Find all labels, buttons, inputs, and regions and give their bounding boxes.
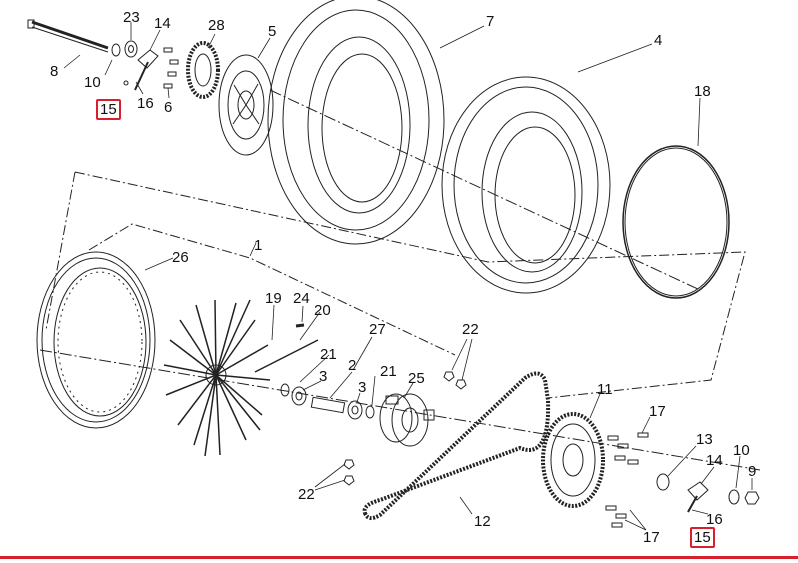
callout-4: 4 (654, 32, 663, 49)
callout-11: 11 (597, 381, 613, 398)
callout-2: 2 (348, 357, 357, 374)
callout-14: 14 (154, 15, 171, 32)
wheel-rim (36, 251, 156, 429)
callout-9: 9 (748, 463, 757, 480)
rear-axle (27, 19, 109, 53)
callout-26: 26 (172, 249, 189, 266)
callout-17-top: 17 (649, 403, 666, 420)
spacer (124, 40, 138, 58)
callout-18: 18 (694, 83, 711, 100)
washer-right (728, 489, 740, 505)
callout-8: 8 (50, 63, 59, 80)
callout-22-top: 22 (462, 321, 479, 338)
callout-17-bottom: 17 (643, 529, 660, 546)
callout-15-right-highlighted: 15 (690, 527, 715, 548)
callout-5: 5 (268, 23, 277, 40)
callout-23: 23 (123, 9, 140, 26)
callout-12: 12 (474, 513, 491, 530)
axle-centerline (39, 349, 761, 471)
callout-21-left: 21 (320, 346, 337, 363)
rear-sprocket (541, 412, 605, 508)
callout-7: 7 (486, 13, 495, 30)
callout-28: 28 (208, 17, 225, 34)
brake-disc (218, 54, 274, 156)
callout-6: 6 (164, 99, 173, 116)
callout-1: 1 (254, 237, 263, 254)
callout-10-right: 10 (733, 442, 750, 459)
chain-adjuster (137, 49, 159, 69)
axle-nut (744, 491, 760, 505)
spacer-tube (310, 396, 346, 414)
washer (111, 43, 121, 57)
callout-20: 20 (314, 302, 331, 319)
right-spacer (656, 473, 670, 491)
callout-21-right: 21 (380, 363, 397, 380)
callout-3-left: 3 (319, 368, 328, 385)
tyre-centerline (269, 89, 701, 291)
callout-13: 13 (696, 431, 713, 448)
callout-27: 27 (369, 321, 386, 338)
rim-band (622, 145, 730, 299)
rear-tyre (441, 76, 611, 294)
cush-drive-hub (379, 393, 435, 447)
assembly-boundary-outline (45, 171, 746, 399)
leader-lines (63, 22, 753, 531)
callout-19: 19 (265, 290, 282, 307)
callout-10: 10 (84, 74, 101, 91)
callout-25: 25 (408, 370, 425, 387)
bottom-accent-bar (0, 556, 798, 559)
cush-drive-ring (186, 41, 220, 99)
callout-24: 24 (293, 290, 310, 307)
callout-22-bottom: 22 (298, 486, 315, 503)
spoke-loose (254, 339, 319, 373)
callout-16-right: 16 (706, 511, 723, 528)
bolts (163, 47, 179, 89)
sprocket-bolts (605, 432, 649, 528)
callout-3-right: 3 (358, 379, 367, 396)
callout-14-right: 14 (706, 452, 723, 469)
spokes (163, 299, 271, 457)
callout-16: 16 (137, 95, 154, 112)
chain-adjuster-right (687, 481, 709, 501)
callout-15-highlighted: 15 (96, 99, 121, 120)
front-tyre (267, 0, 445, 245)
